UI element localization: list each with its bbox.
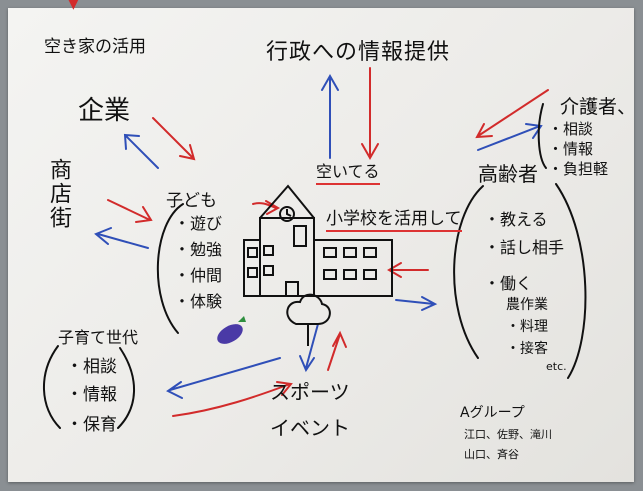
children-item: ・仲間 xyxy=(174,266,223,285)
eggplant-drawing xyxy=(217,316,246,344)
caregiver-heading: 介護者、 xyxy=(560,96,637,118)
parents-item: ・保育 xyxy=(66,415,117,435)
caregiver-item: ・相談 xyxy=(548,120,594,138)
caregiver-item: ・情報 xyxy=(548,140,594,158)
arrow-sports-to-school xyxy=(327,330,347,371)
parents-bracket-left xyxy=(43,345,61,429)
school-line-2: 小学校を活用して xyxy=(326,204,462,232)
elderly-item: ・話し相手 xyxy=(484,238,565,257)
shopping-street-label: 商店街 xyxy=(46,158,71,230)
flipchart-poster: ▼ 空き家の活用 行政への情報提供 企業 商店街 子ども ・遊び ・勉強 ・仲間… xyxy=(8,0,637,482)
government-info-title: 行政への情報提供 xyxy=(266,40,451,65)
children-heading: 子ども xyxy=(166,191,217,211)
group-name: Aグループ xyxy=(460,405,525,421)
elderly-work-etc: etc. xyxy=(546,360,567,373)
tree-drawing xyxy=(286,293,331,346)
caregiver-bracket xyxy=(537,103,547,169)
arrow-down-from-government xyxy=(361,67,379,161)
school-line-1: 空いてる xyxy=(316,158,380,185)
children-bracket xyxy=(156,203,184,334)
elderly-work-item: 農作業 xyxy=(506,297,548,313)
corner-red-mark: ▼ xyxy=(68,0,79,12)
parents-item: ・情報 xyxy=(66,385,117,405)
elderly-bracket-left xyxy=(453,185,484,359)
arrow-elderly-to-caregiver xyxy=(477,123,543,151)
elderly-work-item: ・料理 xyxy=(506,319,548,335)
group-members-1: 江口、佐野、滝川 xyxy=(464,428,552,441)
vacant-house-use-label: 空き家の活用 xyxy=(44,37,146,57)
arrow-company-to-children xyxy=(152,117,196,161)
arrow-school-to-parents xyxy=(166,357,281,399)
arrow-school-to-sports xyxy=(299,323,319,373)
arrow-elderly-to-school xyxy=(387,262,429,278)
sports-line-1: スポーツ xyxy=(270,380,350,404)
arrow-up-to-government xyxy=(321,73,339,159)
elderly-bracket-right xyxy=(555,183,587,379)
caregiver-item: ・負担軽 xyxy=(548,160,609,178)
sports-line-2: イベント xyxy=(270,416,350,440)
arrow-caregiver-to-elderly xyxy=(475,89,549,139)
arrow-street-to-children xyxy=(107,199,153,223)
group-members-2: 山口、斉谷 xyxy=(464,448,519,461)
arrow-parents-to-school xyxy=(172,381,293,417)
elderly-item: ・教える xyxy=(484,210,548,229)
company-label: 企業 xyxy=(78,96,131,126)
elderly-heading: 高齢者 xyxy=(478,162,538,186)
parents-heading: 子育て世代 xyxy=(58,328,139,347)
hand-drawn-arrows xyxy=(43,67,587,429)
arrow-children-to-school xyxy=(252,200,281,215)
arrow-children-to-street xyxy=(94,227,149,249)
elderly-item: ・働く xyxy=(484,274,533,293)
children-item: ・体験 xyxy=(174,292,223,311)
arrow-school-to-elderly xyxy=(395,296,438,311)
elderly-work-item: ・接客 xyxy=(506,341,548,357)
parents-bracket-right xyxy=(117,347,135,429)
school-building-drawing xyxy=(243,184,393,297)
children-item: ・遊び xyxy=(174,214,223,233)
arrow-children-to-company xyxy=(123,133,159,169)
parents-item: ・相談 xyxy=(66,357,117,377)
children-item: ・勉強 xyxy=(174,240,223,259)
